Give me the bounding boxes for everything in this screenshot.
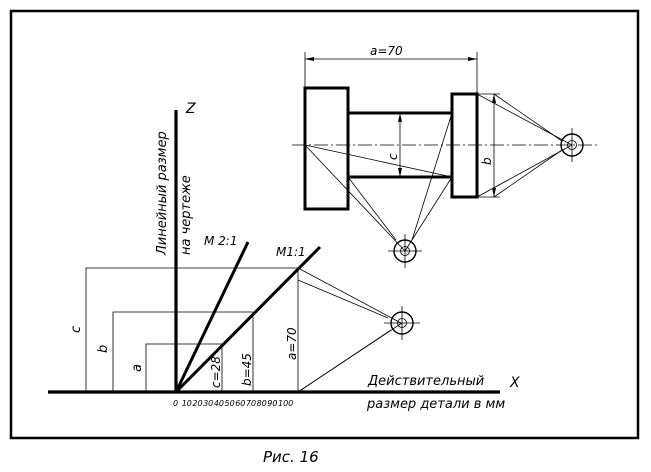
x-tick-label: 20 <box>192 399 202 408</box>
pivot-outer-1 <box>390 311 414 335</box>
dim-b-label: b <box>480 157 494 165</box>
scale-ray-m11 <box>174 245 322 394</box>
frame-border <box>9 9 640 440</box>
letter-a: a <box>130 364 145 372</box>
fan-b-line-4 <box>411 112 453 241</box>
fan-r-line-3 <box>493 93 563 142</box>
vertical-caption-2: на чертеже <box>179 175 194 255</box>
x-tick-label: 50 <box>225 399 235 408</box>
pivot-inner-3 <box>400 246 410 256</box>
construction-b <box>112 311 254 392</box>
value-b45: b=45 <box>240 353 254 386</box>
fan-r-line-4 <box>493 149 563 198</box>
pivot-outer-3 <box>393 239 417 263</box>
dim-a-arrow-left <box>305 57 314 61</box>
construction-a <box>145 343 223 392</box>
x-tick-label: 70 <box>246 399 256 408</box>
x-tick-label: 90 <box>267 399 277 408</box>
figure-caption: Рис. 16 <box>263 448 319 466</box>
fan-b-line-1 <box>304 144 406 252</box>
dim-a-arrow-right <box>468 57 477 61</box>
x-axis-label: X <box>509 375 520 391</box>
x-tick-label: 0 <box>173 399 178 408</box>
letter-c: c <box>69 326 84 333</box>
dim-b-arrow-bottom <box>492 188 496 197</box>
vertical-caption-1: Линейный размер <box>155 131 170 256</box>
dim-c-arrow-top <box>398 113 402 122</box>
value-c28: c=28 <box>209 356 223 388</box>
scale-ray-m21 <box>174 241 250 393</box>
letter-b: b <box>96 345 111 353</box>
dim-c-arrow-bottom <box>398 168 402 177</box>
fan-line-1 <box>297 267 402 324</box>
part-left-flange <box>303 86 350 211</box>
pivot-inner-1 <box>397 318 407 328</box>
construction-c <box>85 267 298 392</box>
x-tick-label: 10 <box>182 399 192 408</box>
fan-line-4 <box>297 322 403 393</box>
x-tick-label: 100 <box>278 399 293 408</box>
x-tick-label: 60 <box>235 399 245 408</box>
z-axis-label: Z <box>185 101 196 117</box>
scale-label-m11: М1:1 <box>276 245 306 259</box>
horizontal-caption-1: Действительный <box>367 374 484 389</box>
pivot-inner-2 <box>567 140 577 150</box>
dim-a-label: a=70 <box>370 44 403 58</box>
x-tick-label: 80 <box>257 399 267 408</box>
horizontal-caption-2: размер детали в мм <box>366 397 505 412</box>
fan-b-line-5 <box>304 144 453 178</box>
dim-b-arrow-top <box>492 94 496 103</box>
fan-b-line-3 <box>347 176 397 241</box>
part-right-flange <box>450 92 479 199</box>
value-a70: a=70 <box>285 327 299 360</box>
pivot-outer-2 <box>560 133 584 157</box>
x-tick-label: 40 <box>214 399 224 408</box>
scale-label-m21: М 2:1 <box>204 234 237 248</box>
fan-line-2 <box>297 279 389 319</box>
x-tick-label: 30 <box>203 399 213 408</box>
dim-c-label: c <box>386 153 400 160</box>
fan-r-line-1 <box>476 93 573 146</box>
